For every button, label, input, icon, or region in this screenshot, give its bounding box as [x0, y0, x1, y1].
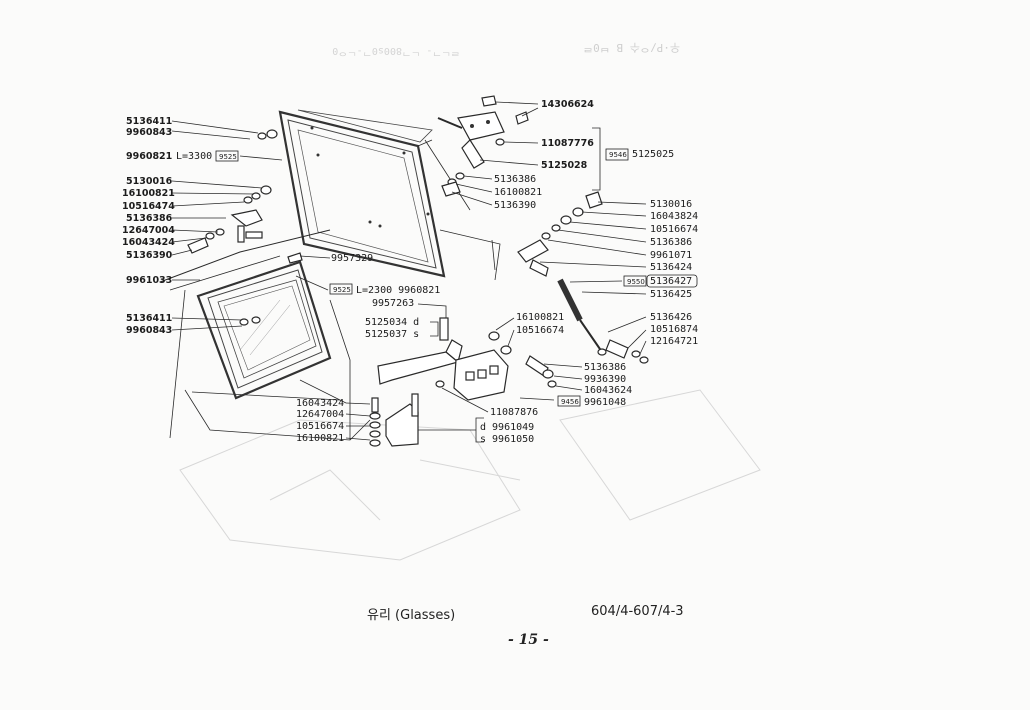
part-label: 5136386: [494, 174, 536, 185]
part-label: L=2300 9960821: [356, 285, 440, 296]
ref-box: [623, 275, 647, 287]
part-label: 9957263: [372, 298, 414, 309]
part-label: 5136390: [494, 200, 536, 211]
part-label: 16100821: [516, 312, 564, 323]
part-label: 14306624: [541, 99, 594, 110]
part-label: 9960821: [126, 151, 172, 162]
part-label: 12647004: [296, 409, 344, 420]
cab-body-outline: [159, 139, 501, 441]
part-label: 16043824: [650, 211, 698, 222]
part-label: 9936390: [584, 374, 626, 385]
part-label: 16043424: [122, 237, 175, 248]
part-label: 9961033: [126, 275, 172, 286]
part-label: 12647004: [122, 225, 175, 236]
center-labels: 9957329 9525 L=2300 9960821 9957263 5125…: [296, 253, 564, 445]
part-label: 5136427: [650, 276, 692, 287]
part-label: 16043624: [584, 385, 632, 396]
figure-caption: 유리 (Glasses): [367, 608, 456, 623]
part-label: 11087776: [541, 138, 594, 149]
ref-box: [215, 150, 239, 162]
part-label: 10516874: [650, 324, 698, 335]
part-label: 9957329: [331, 253, 373, 264]
part-label: 5125028: [541, 160, 588, 171]
part-label: 5130016: [126, 176, 173, 187]
ref-box-label: 9456: [561, 398, 579, 406]
part-label: 10516474: [122, 201, 175, 212]
show-through-ghost: 우·P/ᄋ수 B ᄇ0ᄅ ᄅᄂᄀ- ᄂᄀ800s0ᄀ-ᄂᄋ0: [179, 41, 761, 561]
ref-box-label: 9525: [219, 153, 237, 161]
ghost-text-2: ᄅᄂᄀ- ᄂᄀ800s0ᄀ-ᄂᄋ0: [332, 45, 460, 57]
part-label: 5136386: [584, 362, 626, 373]
part-label: 9961048: [584, 397, 626, 408]
leader-lines: [171, 101, 647, 443]
model-number: 604/4-607/4-3: [591, 604, 684, 619]
ref-box: [557, 395, 581, 407]
part-label: 5136386: [650, 237, 692, 248]
left-labels: 5136411 9960843 9960821 L=3300 9525 5130…: [122, 116, 239, 336]
ghost-text-1: 우·P/ᄋ수 B ᄇ0ᄅ: [583, 41, 680, 54]
part-label: 9960843: [126, 127, 172, 138]
part-label: 5130016: [650, 199, 692, 210]
ref-box-label: 9546: [609, 151, 627, 159]
ghost-shape: [559, 389, 761, 521]
part-label: 5136424: [650, 262, 692, 273]
part-label: 5136426: [650, 312, 692, 323]
ref-box-label: 9525: [333, 286, 351, 294]
side-window-frame: [196, 260, 332, 400]
hardware-parts: [187, 95, 649, 447]
part-label: 5125037 s: [365, 329, 419, 340]
part-label: 12164721: [650, 336, 698, 347]
part-label: 16043424: [296, 398, 344, 409]
part-label: s 9961050: [480, 434, 534, 445]
part-label: 5136411: [126, 313, 172, 324]
part-label: 16100821: [122, 188, 175, 199]
part-label: d 9961049: [480, 422, 534, 433]
part-label: 10516674: [516, 325, 564, 336]
top-labels: 14306624 11087776 5125028 9546 5125025 5…: [494, 99, 674, 211]
part-length: L=3300: [176, 151, 212, 162]
ref-box: [329, 283, 353, 295]
part-label: 5125025: [632, 149, 674, 160]
page-number: - 15 -: [508, 632, 549, 648]
part-label: 16100821: [296, 433, 344, 444]
ghost-shape: [179, 419, 521, 561]
part-label: 11087876: [490, 407, 538, 418]
ref-box-label: 9550: [627, 278, 645, 286]
part-label: 16100821: [494, 187, 542, 198]
part-label: 5136411: [126, 116, 172, 127]
part-label: 5136425: [650, 289, 692, 300]
ghost-shape: [269, 459, 521, 521]
part-label: 5125034 d: [365, 317, 419, 328]
part-label: 9960843: [126, 325, 172, 336]
rear-window-frame: [278, 109, 446, 278]
part-label: 10516674: [650, 224, 698, 235]
right-labels: 5130016 16043824 10516674 5136386 996107…: [557, 199, 698, 408]
ref-box: [646, 274, 698, 288]
part-label: 10516674: [296, 421, 344, 432]
ref-box: [605, 148, 629, 161]
part-label: 5136386: [126, 213, 173, 224]
part-label: 9961071: [650, 250, 692, 261]
part-label: 5136390: [126, 250, 173, 261]
